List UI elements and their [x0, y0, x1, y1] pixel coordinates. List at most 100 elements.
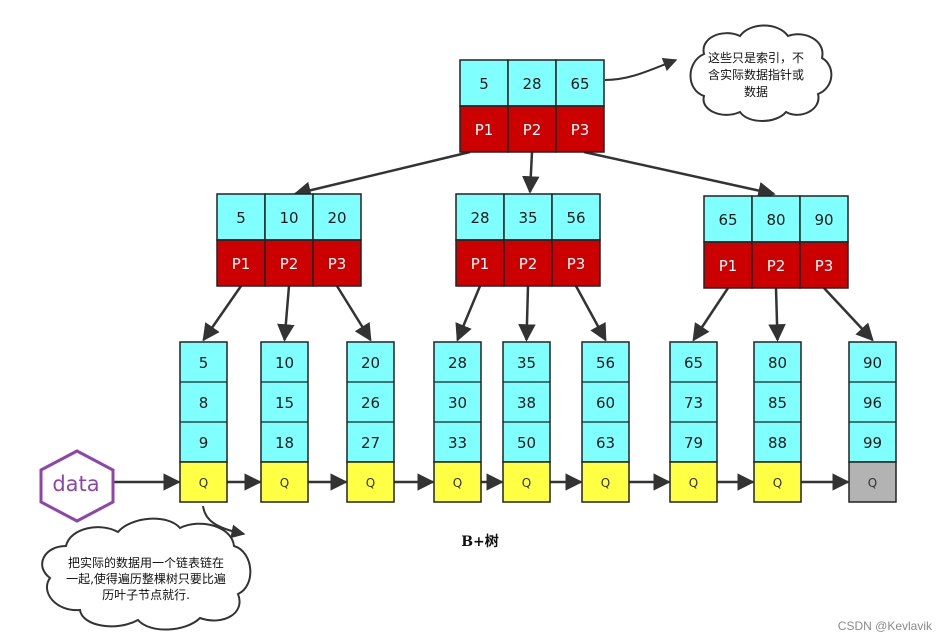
leaf-node: 35 38 50Q — [502, 341, 551, 503]
leaf-q-cell — [502, 461, 551, 503]
leaf-key: 30 — [448, 394, 467, 412]
leaf-key: 26 — [361, 394, 380, 412]
data-hexagon: data — [39, 449, 115, 523]
pointer-label: P3 — [328, 255, 347, 273]
leaf-key: 38 — [517, 394, 536, 412]
callout-top-line-2: 含实际数据指针或 — [708, 67, 804, 82]
key-value: 35 — [518, 209, 537, 227]
callout-top-line-3: 数据 — [744, 84, 768, 99]
key-cell — [551, 193, 601, 241]
key-value: 80 — [766, 211, 785, 229]
leaf-key: 28 — [448, 354, 467, 372]
leaf-key: 35 — [517, 354, 536, 372]
leaf-key: 10 — [275, 354, 294, 372]
hexagon-shape — [39, 449, 115, 523]
edge-root-p3 — [583, 150, 776, 200]
leaf-node: 10 15 18Q — [260, 341, 309, 503]
leaf-q-label: Q — [773, 476, 782, 490]
leaf-q-cell — [753, 461, 802, 503]
leaf-key: 20 — [361, 354, 380, 372]
key-cell — [264, 193, 314, 241]
pointer-label: P1 — [471, 255, 490, 273]
leaf-key: 5 — [199, 354, 209, 372]
callout-bottom-tail — [202, 505, 246, 539]
key-cell — [503, 193, 553, 241]
leaf-key: 73 — [684, 394, 703, 412]
leaf-q-cell — [260, 461, 309, 503]
key-cell — [751, 195, 801, 243]
key-value: 28 — [470, 209, 489, 227]
leaf-keys-box — [848, 341, 897, 463]
leaf-q-label: Q — [601, 476, 610, 490]
leaf-keys-box — [260, 341, 309, 463]
leaf-node: 5 8 9Q — [179, 341, 228, 503]
pointer-cell — [503, 239, 553, 287]
pointer-label: P2 — [767, 257, 786, 275]
edge-internal-to-leaf — [455, 285, 482, 342]
data-label: data — [52, 472, 99, 496]
leaf-key: 8 — [199, 394, 209, 412]
leaf-key: 15 — [275, 394, 294, 412]
leaf-q-label: Q — [689, 476, 698, 490]
edge-internal-to-leaf — [518, 285, 536, 342]
pointer-cell — [459, 105, 509, 153]
callout-tail — [604, 57, 678, 81]
leaf-key: 27 — [361, 434, 380, 452]
pointer-label: P3 — [567, 255, 586, 273]
callout-bottom-line-1: 把实际的数据用一个链表链在 — [68, 555, 224, 570]
pointer-label: P3 — [815, 257, 834, 275]
pointer-cell — [799, 241, 849, 289]
leaf-key: 18 — [275, 434, 294, 452]
pointer-label: P1 — [719, 257, 738, 275]
leaf-key: 96 — [863, 394, 882, 412]
edge-internal-to-leaf — [277, 285, 295, 342]
leaf-keys-box — [581, 341, 630, 463]
linked-list-note-callout: 把实际的数据用一个链表链在 一起,使得遍历整棵树只要比遍 历叶子节点就行. — [41, 505, 252, 631]
pointer-label: P2 — [523, 121, 542, 139]
leaf-q-label: Q — [199, 476, 208, 490]
edge-internal-to-leaf — [335, 285, 372, 342]
key-value: 65 — [718, 211, 737, 229]
leaf-q-cell — [669, 461, 718, 503]
leaf-key: 85 — [768, 394, 787, 412]
leaf-key: 79 — [684, 434, 703, 452]
pointer-label: P1 — [475, 121, 494, 139]
key-value: 65 — [570, 75, 589, 93]
pointer-cell — [312, 239, 362, 287]
diagram-title: B+树 — [461, 533, 499, 550]
leaf-key: 63 — [596, 434, 615, 452]
leaf-key: 90 — [863, 354, 882, 372]
key-value: 10 — [279, 209, 298, 227]
leaf-key: 88 — [768, 434, 787, 452]
pointer-cell — [507, 105, 557, 153]
leaf-q-cell — [581, 461, 630, 503]
leaf-key: 9 — [199, 434, 209, 452]
pointer-cell — [555, 105, 605, 153]
leaf-q-label: Q — [280, 476, 289, 490]
edge-internal-to-leaf — [692, 287, 730, 342]
leaf-keys-box — [346, 341, 395, 463]
pointer-label: P2 — [519, 255, 538, 273]
key-value: 56 — [566, 209, 585, 227]
callout-bottom-cloud-shape — [41, 517, 252, 631]
index-note-callout: 这些只是索引，不 含实际数据指针或 数据 — [604, 24, 833, 122]
callout-cloud-shape — [689, 24, 833, 122]
callout-top-line-1: 这些只是索引，不 — [708, 50, 804, 65]
leaf-key: 80 — [768, 354, 787, 372]
edge-internal-to-leaf — [823, 287, 874, 342]
callout-bottom-line-3: 历叶子节点就行. — [102, 588, 190, 602]
leaf-q-cell — [848, 461, 897, 503]
leaf-key: 50 — [517, 434, 536, 452]
pointer-label: P1 — [232, 255, 251, 273]
key-value: 28 — [522, 75, 541, 93]
leaf-keys-box — [433, 341, 482, 463]
leaf-q-label: Q — [522, 476, 531, 490]
